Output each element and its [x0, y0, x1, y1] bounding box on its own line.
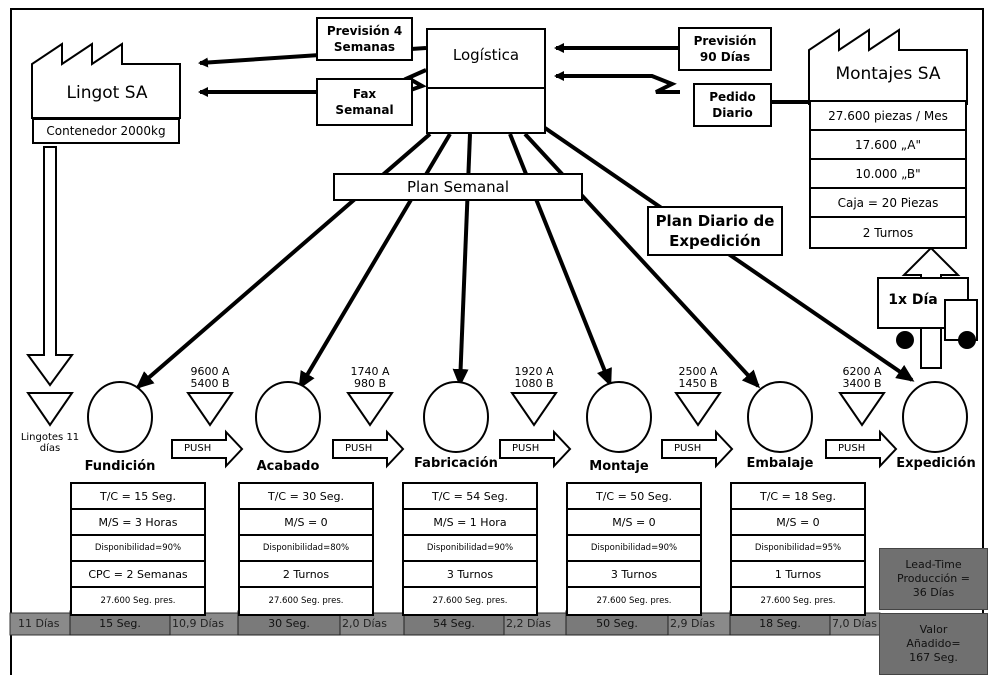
process-data-row: 27.600 Seg. pres. [760, 596, 836, 606]
process-data-row: T/C = 18 Seg. [732, 484, 864, 510]
inventory-b: 3400 B [842, 377, 882, 390]
process-data-row: M/S = 1 Hora [404, 510, 536, 536]
customer-row: 10.000 „B" [811, 160, 965, 189]
timeline-wait-days: 10,9 Días [172, 617, 224, 630]
process-data-box: T/C = 15 Seg. M/S = 3 Horas Disponibilid… [70, 482, 206, 616]
process-name: Montaje [589, 459, 649, 474]
inventory-b: 980 B [353, 377, 387, 390]
process-circles [87, 381, 968, 453]
process-name: Acabado [256, 459, 320, 474]
process-data-row: 27.600 Seg. pres. [100, 596, 176, 606]
timeline-process-time: 54 Seg. [433, 617, 475, 630]
forecast-90-days-box: Previsión 90 Días [678, 27, 772, 71]
customer-row: 2 Turnos [862, 225, 914, 240]
customer-row: Caja = 20 Piezas [811, 189, 965, 218]
timeline-process-time: 50 Seg. [596, 617, 638, 630]
control-box [426, 28, 546, 134]
process-data-box: T/C = 18 Seg. M/S = 0 Disponibilidad=95%… [730, 482, 866, 616]
customer-row: 27.600 piezas / Mes [811, 102, 965, 131]
process-data-row: M/S = 0 [240, 510, 372, 536]
timeline-wait-days: 7,0 Días [832, 617, 877, 630]
inventory-b: 5400 B [190, 377, 230, 390]
plan-semanal: Plan Semanal [333, 173, 583, 201]
timeline-wait-days: 2,9 Días [670, 617, 715, 630]
process-name: Expedición [896, 456, 976, 471]
lead-time-summary: Lead-Time Producción = 36 Días [879, 548, 988, 610]
process-data-row: 27.600 Seg. pres. [268, 596, 344, 606]
plan-diario: Plan Diario de Expedición [647, 206, 783, 256]
push-label: PUSH [838, 443, 866, 454]
forecast-4-weeks-box: Previsión 4 Semanas [316, 17, 413, 61]
process-data-row: 27.600 Seg. pres. [432, 596, 508, 606]
process-data-row: 2 Turnos [240, 562, 372, 588]
process-data-row: 27.600 Seg. pres. [596, 596, 672, 606]
process-name: Fundición [84, 459, 156, 474]
customer-row: 17.600 „A" [811, 131, 965, 160]
process-data-row: Disponibilidad=90% [404, 536, 536, 562]
timeline-wait-days: 11 Días [18, 617, 60, 630]
process-data-box: T/C = 30 Seg. M/S = 0 Disponibilidad=80%… [238, 482, 374, 616]
value-added-summary: Valor Añadido= 167 Seg. [879, 613, 988, 675]
inventory-a: 2500 A [678, 365, 718, 378]
process-data-row: T/C = 15 Seg. [72, 484, 204, 510]
process-data-row: T/C = 54 Seg. [404, 484, 536, 510]
process-data-row: Disponibilidad=80% [240, 536, 372, 562]
customer-name: Montajes SA [835, 64, 941, 84]
inventory-a: 1920 A [514, 365, 554, 378]
frame-border [10, 8, 984, 675]
process-data-row: 1 Turnos [732, 562, 864, 588]
push-label: PUSH [345, 443, 373, 454]
process-name: Fabricación [414, 456, 498, 471]
control-name: Logística [452, 46, 520, 64]
process-data-row: M/S = 3 Horas [72, 510, 204, 536]
process-data-row: Disponibilidad=90% [72, 536, 204, 562]
inventory-a: 6200 A [842, 365, 882, 378]
process-data-box: T/C = 54 Seg. M/S = 1 Hora Disponibilida… [402, 482, 538, 616]
timeline-wait-days: 2,2 Días [506, 617, 551, 630]
process-data-row: M/S = 0 [568, 510, 700, 536]
process-data-box: T/C = 50 Seg. M/S = 0 Disponibilidad=90%… [566, 482, 702, 616]
timeline-process-time: 15 Seg. [99, 617, 141, 630]
inventory-a: 1740 A [350, 365, 390, 378]
inventory-triangles [26, 392, 886, 427]
timeline-process-time: 30 Seg. [268, 617, 310, 630]
inventory-b: 1080 B [514, 377, 554, 390]
order-arrow [554, 71, 680, 94]
process-data-row: T/C = 50 Seg. [568, 484, 700, 510]
supplier-factory-icon [31, 42, 181, 119]
truck-icon [877, 277, 978, 349]
process-data-row: T/C = 30 Seg. [240, 484, 372, 510]
customer-data-box: 27.600 piezas / Mes 17.600 „A" 10.000 „B… [809, 100, 967, 249]
schedule-arrows [135, 126, 915, 390]
daily-order-box: Pedido Diario [693, 83, 772, 127]
timeline-process-time: 18 Seg. [759, 617, 801, 630]
process-data-row: 3 Turnos [404, 562, 536, 588]
push-label: PUSH [184, 443, 212, 454]
supplier-container: Contenedor 2000kg [32, 118, 180, 144]
process-name: Embalaje [746, 456, 814, 471]
process-data-row: Disponibilidad=95% [732, 536, 864, 562]
initial-inventory-label: Lingotes 11 días [20, 432, 80, 454]
push-label: PUSH [512, 443, 540, 454]
shipment-frequency: 1x Día [888, 292, 938, 308]
supply-arrow [26, 146, 74, 387]
push-label: PUSH [674, 443, 702, 454]
supplier-name: Lingot SA [66, 83, 148, 103]
inventory-a: 9600 A [190, 365, 230, 378]
fax-box: Fax Semanal [316, 78, 413, 126]
push-arrows [171, 429, 898, 469]
process-data-row: Disponibilidad=90% [568, 536, 700, 562]
inventory-b: 1450 B [678, 377, 718, 390]
customer-factory-icon [808, 28, 968, 105]
process-data-row: CPC = 2 Semanas [72, 562, 204, 588]
process-data-row: M/S = 0 [732, 510, 864, 536]
process-data-row: 3 Turnos [568, 562, 700, 588]
timeline-wait-days: 2,0 Días [342, 617, 387, 630]
